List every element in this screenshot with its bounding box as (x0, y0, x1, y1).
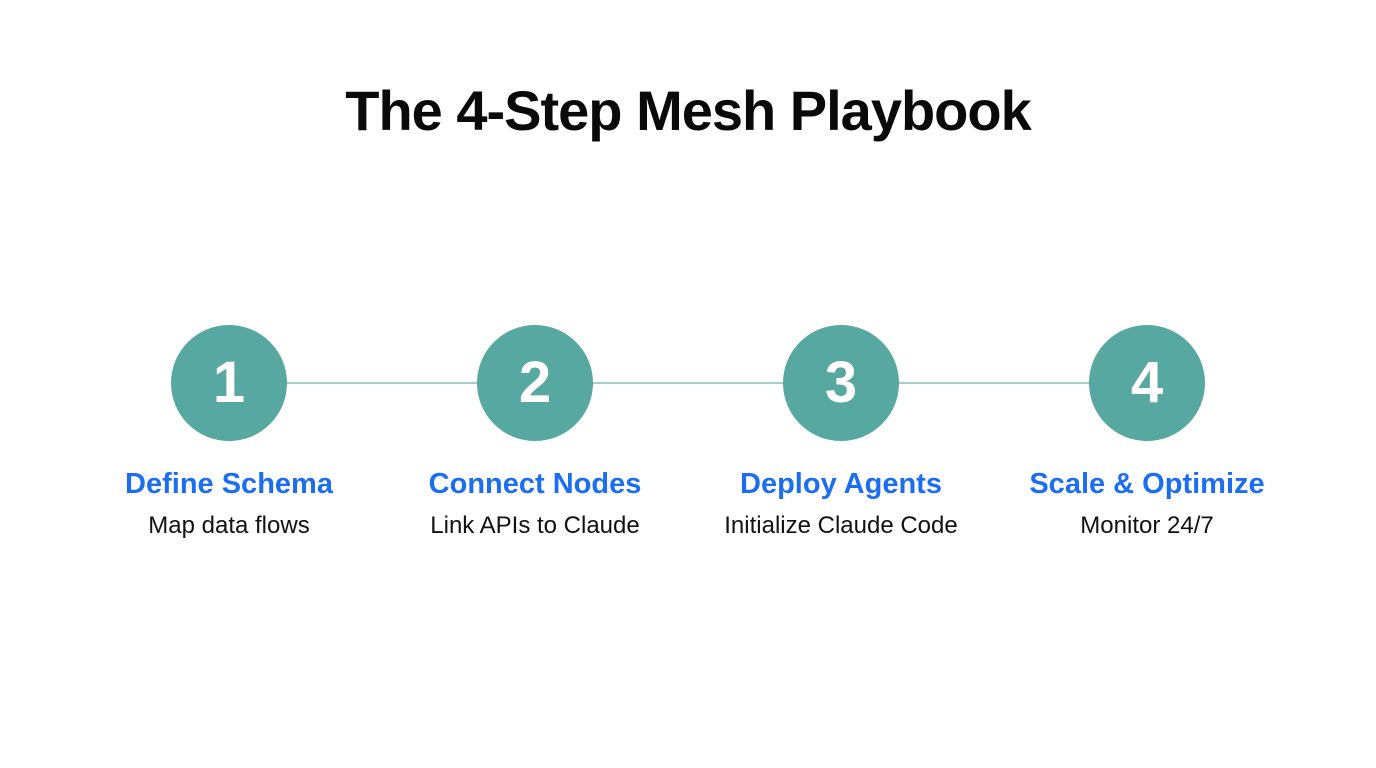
step-item-1: 1 Define Schema Map data flows (76, 325, 382, 539)
step-subtitle: Initialize Claude Code (724, 511, 958, 539)
connector-line (229, 382, 1147, 384)
step-item-2: 2 Connect Nodes Link APIs to Claude (382, 325, 688, 539)
step-number-badge: 2 (477, 325, 593, 441)
step-number-badge: 1 (171, 325, 287, 441)
step-number: 1 (212, 350, 246, 415)
step-title: Connect Nodes (428, 468, 642, 500)
step-timeline: 1 Define Schema Map data flows 2 Connect… (76, 325, 1300, 565)
step-title: Scale & Optimize (1029, 468, 1265, 500)
step-item-3: 3 Deploy Agents Initialize Claude Code (688, 325, 994, 539)
step-subtitle: Map data flows (148, 511, 310, 539)
step-number: 3 (824, 350, 858, 415)
step-number-badge: 4 (1089, 325, 1205, 441)
step-title: Define Schema (125, 468, 333, 500)
step-title: Deploy Agents (740, 468, 942, 500)
step-number: 4 (1130, 350, 1164, 415)
step-number-badge: 3 (783, 325, 899, 441)
step-number: 2 (518, 350, 552, 415)
steps-row: 1 Define Schema Map data flows 2 Connect… (76, 325, 1300, 539)
step-subtitle: Monitor 24/7 (1080, 511, 1214, 539)
step-item-4: 4 Scale & Optimize Monitor 24/7 (994, 325, 1300, 539)
page-title: The 4-Step Mesh Playbook (345, 79, 1032, 142)
step-subtitle: Link APIs to Claude (430, 511, 640, 539)
